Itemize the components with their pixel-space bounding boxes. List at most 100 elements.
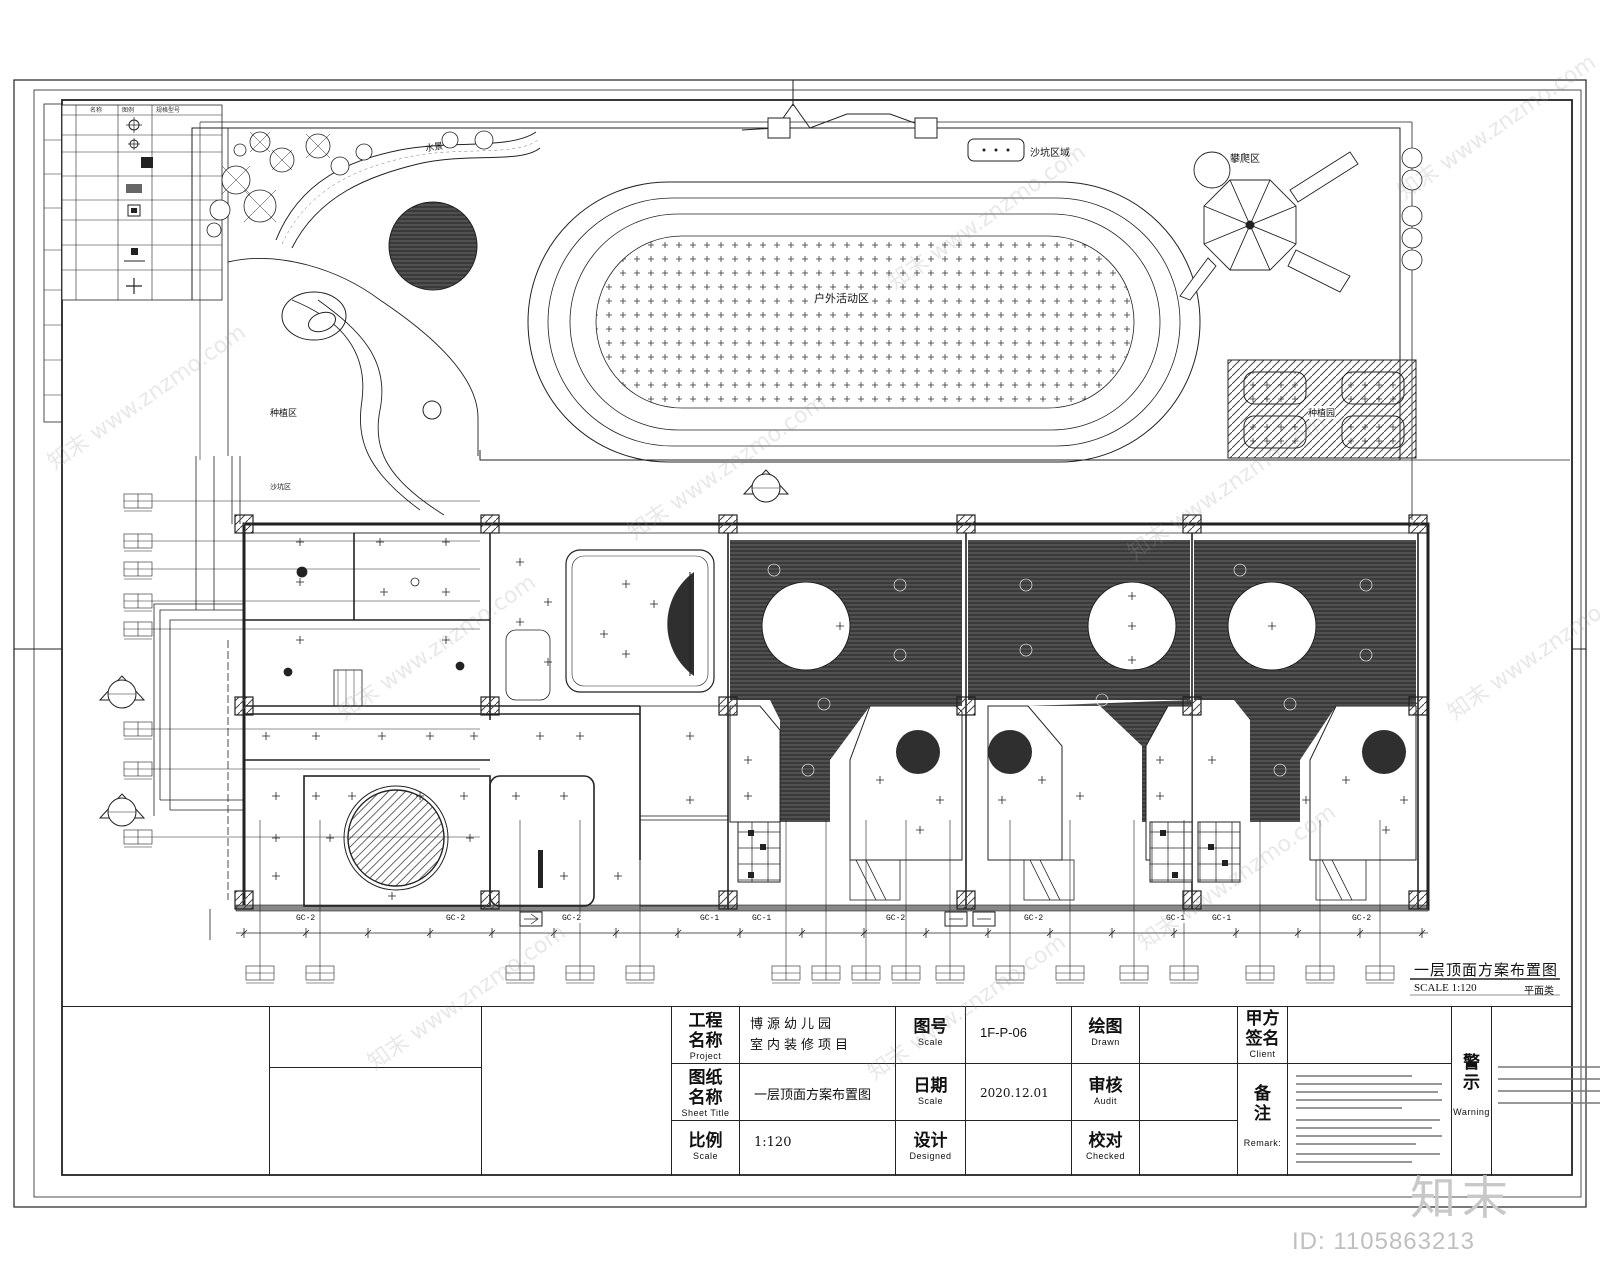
remark-notes — [1288, 1064, 1452, 1176]
dimension-tick — [612, 928, 620, 938]
dimension-tick — [1232, 928, 1240, 938]
ceiling-light-mark — [512, 792, 520, 800]
material-tag — [123, 533, 153, 552]
warning-notes — [1492, 1007, 1600, 1176]
ceiling-light-mark — [296, 538, 304, 546]
ceiling-light-mark — [442, 636, 450, 644]
plan-title: 一层顶面方案布置图 — [1414, 961, 1559, 979]
plan-kind: 平面类 — [1524, 986, 1554, 997]
drawing-no-label: 图号 Scale — [896, 1007, 966, 1064]
ceiling-light-mark — [1076, 792, 1084, 800]
ceiling-light-mark — [1400, 796, 1408, 804]
dimension-tick — [1356, 928, 1364, 938]
garden-label-outdoor: 户外活动区 — [812, 290, 871, 306]
garden-label-sand: 沙坑区 — [270, 483, 291, 491]
structural-column — [718, 514, 738, 534]
ceiling-light-mark — [516, 558, 524, 566]
warning-label: 警示 Warning — [1452, 1007, 1492, 1176]
dimension-tick — [364, 928, 372, 938]
ceiling-light-mark — [442, 588, 450, 596]
material-tag — [891, 965, 921, 984]
structural-column — [718, 890, 738, 910]
ceiling-light-mark — [600, 630, 608, 638]
client-label: 甲方签名 Client — [1238, 1007, 1288, 1064]
material-tag — [851, 965, 881, 984]
ceiling-light-mark — [744, 792, 752, 800]
ceiling-light-mark — [1342, 776, 1350, 784]
material-tag — [123, 621, 153, 640]
ceiling-light-mark — [262, 732, 270, 740]
ceiling-light-mark — [416, 792, 424, 800]
material-tag — [123, 493, 153, 512]
structural-column — [1182, 890, 1202, 910]
ceiling-light-mark — [296, 636, 304, 644]
dimension-tick — [488, 928, 496, 938]
material-tag — [1365, 965, 1395, 984]
garden-label-orchard: 种植园 — [1308, 406, 1336, 419]
section-marker — [98, 675, 146, 709]
structural-column — [1182, 514, 1202, 534]
structural-column — [480, 514, 500, 534]
design-label: 设计 Designed — [896, 1121, 966, 1176]
svg-text:名称: 名称 — [90, 106, 102, 114]
sheet-title-value: 一层顶面方案布置图 — [740, 1064, 896, 1121]
title-block: 工程名称 Project 博源幼儿园 室内装修项目 图纸名称 Sheet Tit… — [62, 1006, 1600, 1176]
ceiling-light-mark — [650, 600, 658, 608]
ceiling-light-mark — [536, 732, 544, 740]
svg-text:图例: 图例 — [122, 106, 134, 114]
ceiling-light-mark — [470, 732, 478, 740]
ceiling-light-mark — [348, 792, 356, 800]
project-name: 博源幼儿园 室内装修项目 — [740, 1007, 896, 1064]
ceiling-light-mark — [614, 872, 622, 880]
date-value: 2020.12.01 — [966, 1064, 1072, 1121]
window-tag: GC-2 — [296, 914, 316, 923]
ceiling-light-mark — [272, 792, 280, 800]
material-tag — [505, 965, 535, 984]
ceiling-light-mark — [1156, 756, 1164, 764]
scale-label: 比例 Scale — [672, 1121, 740, 1176]
material-tag — [811, 965, 841, 984]
ceiling-light-mark — [1302, 796, 1310, 804]
ceiling-light-mark — [378, 732, 386, 740]
ceiling-light-mark — [312, 732, 320, 740]
ceiling-fixture-dot — [283, 667, 293, 677]
drawn-label: 绘图 Drawn — [1072, 1007, 1140, 1064]
dimension-tick — [984, 928, 992, 938]
plan-scale-note: SCALE 1:120 — [1414, 982, 1477, 994]
garden-label-water: 水景 — [424, 141, 444, 155]
garden-label-climbing: 攀爬区 — [1230, 154, 1260, 165]
remark-label: 备注 Remark: — [1238, 1064, 1288, 1176]
ceiling-light-mark — [560, 872, 568, 880]
ceiling-fixture-dot — [410, 577, 420, 587]
ceiling-light-mark — [312, 792, 320, 800]
material-tag — [1119, 965, 1149, 984]
ceiling-light-mark — [622, 580, 630, 588]
dimension-tick — [550, 928, 558, 938]
window-tag: GC-2 — [446, 914, 466, 923]
ceiling-light-mark — [1128, 656, 1136, 664]
ceiling-light-mark — [296, 578, 304, 586]
watermark-id: ID: 1105863213 — [1292, 1228, 1476, 1255]
svg-text:规格型号: 规格型号 — [156, 106, 180, 114]
structural-column — [1408, 890, 1428, 910]
material-tag — [123, 761, 153, 780]
material-tag — [305, 965, 335, 984]
dimension-tick — [1418, 928, 1426, 938]
window-tag: GC-1 — [752, 914, 772, 923]
scale-value: 1:120 — [740, 1121, 896, 1176]
material-tag — [771, 965, 801, 984]
watermark-brand-logo: 知末 — [1410, 1171, 1514, 1225]
structural-column — [718, 696, 738, 716]
material-tag — [123, 561, 153, 580]
ceiling-fixture-dot — [296, 566, 308, 578]
window-tag: GC-2 — [1352, 914, 1372, 923]
dimension-tick — [1170, 928, 1178, 938]
design-value — [966, 1121, 1072, 1176]
ceiling-light-mark — [876, 776, 884, 784]
ceiling-light-mark — [380, 588, 388, 596]
structural-column — [480, 890, 500, 910]
ceiling-light-mark — [744, 756, 752, 764]
ceiling-light-mark — [1038, 776, 1046, 784]
dimension-tick — [798, 928, 806, 938]
dimension-tick — [1294, 928, 1302, 938]
